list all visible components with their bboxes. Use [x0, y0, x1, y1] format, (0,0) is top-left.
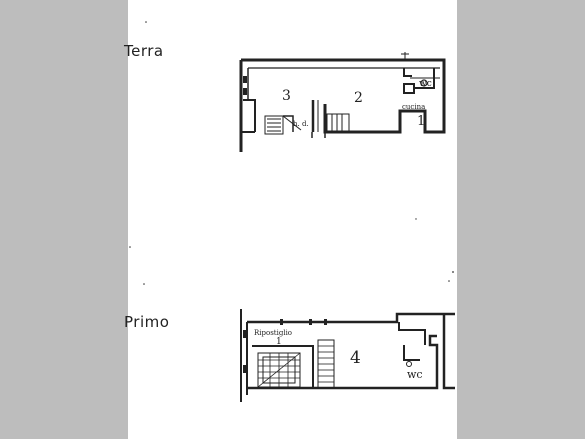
first-room-4-label: 4 [350, 348, 361, 368]
ground-floor-plan [239, 52, 446, 152]
ground-room-1-label: 1 [417, 114, 425, 129]
floor-label-ground: Terra [124, 42, 164, 60]
first-wc-label: wc [407, 368, 423, 381]
ground-stair-note: h. d. [293, 120, 309, 128]
ground-room-3-label: 3 [282, 88, 291, 104]
ground-kitchen-label: cucina [402, 103, 425, 111]
first-storage-number: 1 [276, 337, 282, 347]
scan-specks [129, 21, 454, 285]
ground-room-2-label: 2 [354, 90, 363, 106]
first-storage-label: Ripostiglio [254, 329, 292, 337]
floor-label-first: Primo [124, 313, 170, 331]
first-floor-plan [240, 309, 455, 402]
ground-wc-label: wc [419, 79, 432, 89]
